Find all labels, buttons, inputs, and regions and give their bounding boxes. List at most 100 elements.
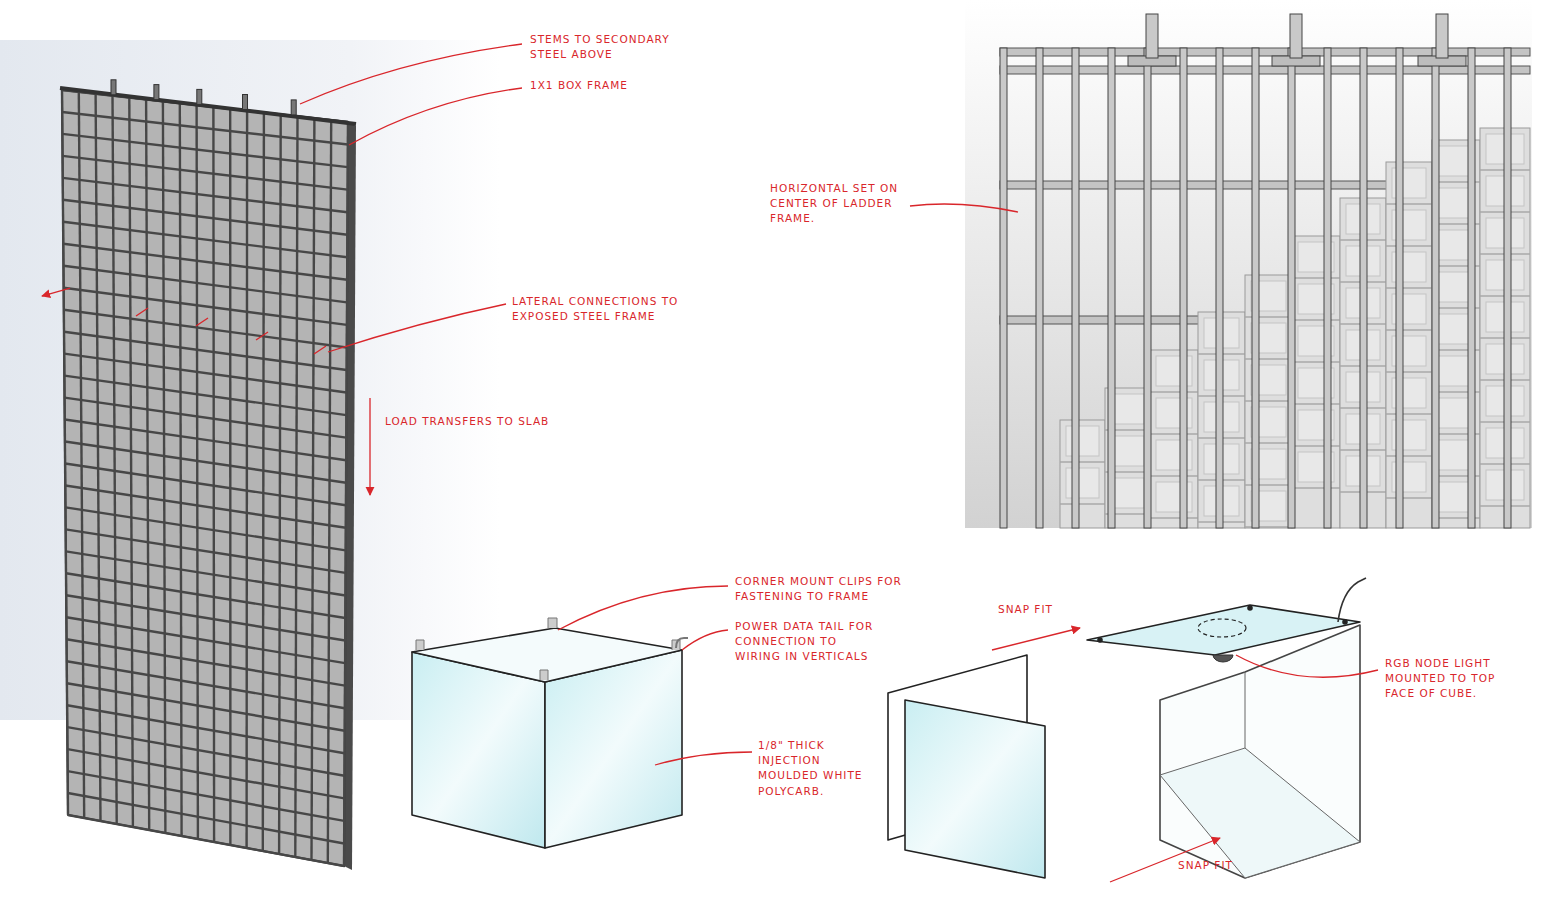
frame-part	[65, 398, 347, 438]
vertical-bar	[1216, 48, 1223, 528]
frame-part	[63, 222, 347, 257]
stem	[1290, 14, 1302, 58]
top-rail	[60, 88, 356, 124]
frame-part	[67, 683, 345, 731]
cube-seam	[1386, 203, 1432, 205]
frame-part	[63, 156, 348, 190]
vertical-bar	[1072, 48, 1079, 528]
stem	[291, 100, 296, 115]
cube-seam	[1060, 503, 1105, 505]
vertical-bar	[1504, 48, 1511, 528]
render-backdrop	[965, 0, 1532, 528]
frame-part	[63, 244, 347, 280]
frame-part	[63, 178, 348, 212]
frame-part	[67, 705, 345, 753]
annotation-note: STEMS TO SECONDARY STEEL ABOVE	[530, 32, 680, 62]
frame-part	[68, 771, 345, 821]
vertical-bar	[1432, 48, 1439, 528]
frame-part	[68, 793, 344, 844]
cube-seam	[1386, 497, 1432, 499]
cube-column	[1150, 350, 1198, 528]
cube-seam	[1150, 433, 1198, 435]
frame-part	[65, 442, 346, 483]
frame-part	[68, 749, 345, 798]
vertical-bar	[1324, 48, 1331, 528]
frame-part	[64, 332, 347, 370]
annotation-note: SNAP FIT	[998, 602, 1078, 617]
cube-seam	[1150, 391, 1198, 393]
cube-seam	[1386, 287, 1432, 289]
vertical-bar	[1036, 48, 1043, 528]
frame-part	[65, 464, 346, 506]
frame-part	[64, 354, 346, 393]
frame-part	[68, 815, 344, 866]
cube-column	[1292, 236, 1340, 528]
annotation-note: HORIZONTAL SET ON CENTER OF LADDER FRAME…	[770, 181, 905, 227]
annotation-note: POWER DATA TAIL FOR CONNECTION TO WIRING…	[735, 619, 887, 665]
cube-face	[1066, 468, 1099, 498]
frame-part	[66, 529, 346, 573]
annotation-note: LATERAL CONNECTIONS TO EXPOSED STEEL FRA…	[512, 294, 687, 324]
frame-part	[66, 595, 345, 640]
cube-seam	[1386, 455, 1432, 457]
annotation-note: 1X1 BOX FRAME	[530, 78, 670, 93]
cube-seam	[1292, 403, 1340, 405]
frame-part	[66, 617, 345, 663]
stem	[154, 85, 159, 100]
vertical-bar	[1180, 48, 1187, 528]
vertical-bar	[1252, 48, 1259, 528]
cube-column	[1386, 162, 1432, 528]
stem	[111, 80, 116, 95]
annotation-note: 1/8" THICK INJECTION MOULDED WHITE POLYC…	[758, 738, 882, 799]
cube-sketch	[412, 618, 688, 848]
cube-seam	[1386, 371, 1432, 373]
cube-seam	[1292, 319, 1340, 321]
cube-face	[1111, 436, 1144, 466]
frame-part	[67, 661, 345, 708]
cube-seam	[1292, 361, 1340, 363]
vertical-bar	[1360, 48, 1367, 528]
ladder-frame-render	[1000, 14, 1530, 528]
annotation-note: LOAD TRANSFERS TO SLAB	[385, 414, 605, 429]
cube-column	[1060, 420, 1105, 528]
cube-face	[1111, 478, 1144, 508]
stem	[243, 95, 248, 110]
vertical-bar	[1144, 48, 1151, 528]
frame-face	[62, 90, 348, 866]
vertical-bar	[1396, 48, 1403, 528]
annotation-note: SNAP FIT	[1178, 858, 1258, 873]
vertical-bar	[1288, 48, 1295, 528]
cube-seam	[1386, 413, 1432, 415]
vertical-bar	[1000, 48, 1007, 528]
frame-part	[67, 639, 346, 685]
cube-seam	[1292, 445, 1340, 447]
cube-face	[1111, 394, 1144, 424]
stem	[1436, 14, 1448, 58]
cube-seam	[1150, 517, 1198, 519]
cube-face	[1066, 426, 1099, 456]
frame-part	[66, 573, 345, 618]
leader-lines	[42, 44, 1378, 882]
exploded-cube-sketch	[888, 578, 1366, 878]
frame-part	[66, 507, 346, 550]
frame-part	[65, 486, 346, 528]
frame-part	[65, 420, 347, 461]
cube-seam	[1150, 475, 1198, 477]
vertical-bar	[1108, 48, 1115, 528]
cube-seam	[1292, 277, 1340, 279]
cube-seam	[1292, 487, 1340, 489]
frame-part	[67, 727, 344, 776]
frame-part	[64, 310, 347, 348]
annotation-note: RGB NODE LIGHT MOUNTED TO TOP FACE OF CU…	[1385, 656, 1510, 702]
stem	[1146, 14, 1158, 58]
frame-part	[66, 551, 346, 595]
frame-part	[63, 200, 348, 235]
vertical-bar	[1468, 48, 1475, 528]
frame-part	[64, 376, 346, 416]
annotation-note: CORNER MOUNT CLIPS FOR FASTENING TO FRAM…	[735, 574, 913, 604]
stem	[197, 89, 202, 104]
cube-seam	[1386, 245, 1432, 247]
cube-seam	[1386, 329, 1432, 331]
